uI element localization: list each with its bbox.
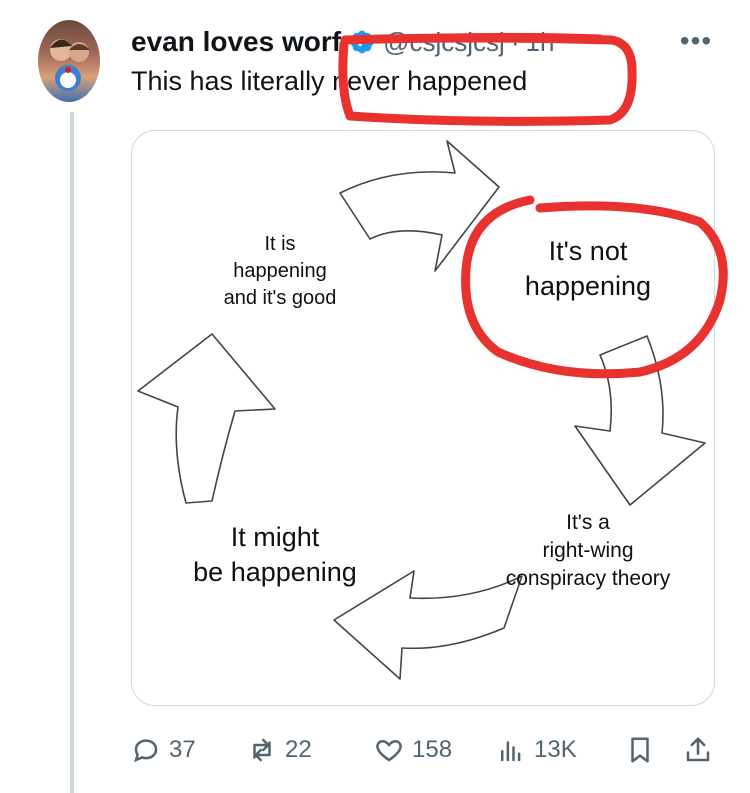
arrow-left-icon [137,333,276,504]
label-good-1: It is [264,233,295,255]
views-count: 13K [534,736,577,763]
media-image[interactable]: It is happening and it's good It's not h… [131,130,715,706]
bookmark-icon [631,737,649,763]
label-rightwing-1: It's a [566,511,610,534]
handle[interactable]: @csjcsjcsj [383,26,505,57]
label-might-1: It might [231,522,320,552]
verified-badge-icon[interactable] [349,29,375,55]
avatar-photo [50,39,90,91]
label-not-1: It's not [549,236,628,266]
repost-count: 22 [285,736,312,763]
reply-icon [133,739,158,763]
reply-count: 37 [169,736,196,763]
arrow-bottom-icon [333,570,523,680]
tweet-header: evan loves worf @csjcsjcsj · 1h [131,24,554,60]
separator-dot: · [510,26,520,57]
thread-line [70,112,74,793]
reply-button[interactable]: 37 [131,730,196,770]
share-icon [686,737,710,762]
label-not-2: happening [525,271,651,301]
more-options-button[interactable]: ••• [679,25,713,56]
cycle-diagram: It is happening and it's good It's not h… [137,140,706,680]
tweet-text: This has literally never happened [131,66,528,96]
label-rightwing-3: conspiracy theory [506,567,671,590]
display-name[interactable]: evan loves worf [131,26,342,57]
views-button[interactable]: 13K [496,730,577,770]
arrow-right-icon [574,335,706,506]
avatar[interactable] [38,20,100,102]
views-chart-icon [501,741,521,762]
label-good-3: and it's good [224,287,337,309]
label-rightwing-2: right-wing [542,539,633,562]
action-bar: 37 22 158 13K [131,730,713,770]
share-button[interactable] [683,730,713,770]
repost-icon [253,738,271,762]
label-good-2: happening [233,260,326,282]
like-button[interactable]: 158 [374,730,452,770]
label-might-2: be happening [193,557,357,587]
arrow-top-icon [339,140,500,272]
bookmark-button[interactable] [625,730,655,770]
like-count: 158 [412,736,453,763]
heart-icon [376,739,402,762]
repost-button[interactable]: 22 [247,730,312,770]
timestamp[interactable]: 1h [525,26,555,57]
